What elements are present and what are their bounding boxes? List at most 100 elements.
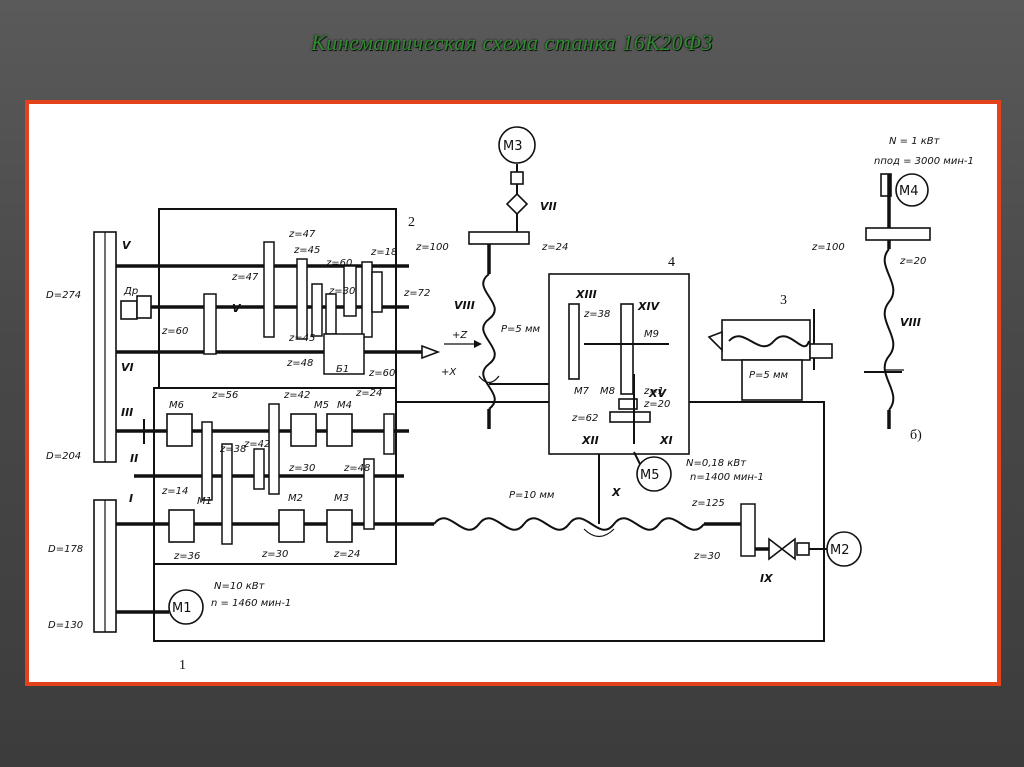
label-m5-power: N=0,18 кВт bbox=[686, 458, 747, 469]
label-m1-power: N=10 кВт bbox=[214, 581, 266, 592]
motor-m5-symbol bbox=[636, 456, 672, 492]
label-shaft-v2: V bbox=[232, 302, 242, 315]
label-m5: M5 bbox=[640, 468, 660, 483]
label-b1: Б1 bbox=[336, 364, 349, 375]
clutches bbox=[166, 413, 353, 543]
label-mc7: M7 bbox=[574, 386, 590, 397]
label-mc4: M4 bbox=[337, 400, 352, 411]
feed-gears-m2 bbox=[740, 503, 827, 561]
label-shaft-x: X bbox=[611, 486, 621, 499]
motors bbox=[168, 126, 929, 625]
label-assembly-1: 1 bbox=[179, 658, 186, 673]
label-z30b: z=30 bbox=[288, 463, 315, 474]
middle-gears bbox=[201, 403, 395, 545]
slide-title: Кинематическая схема станка 16К20Ф3 bbox=[311, 30, 713, 55]
label-assembly-3: 3 bbox=[780, 293, 787, 308]
label-z60c: z=60 bbox=[368, 368, 395, 379]
label-brake-dp: Дp bbox=[123, 286, 138, 297]
headstock-housing bbox=[153, 208, 397, 565]
motor-m4-symbol bbox=[895, 173, 929, 207]
label-d130: D=130 bbox=[48, 620, 83, 631]
motor-m1-symbol bbox=[168, 589, 204, 625]
label-z100b: z=100 bbox=[811, 242, 845, 253]
label-z48b: z=48 bbox=[343, 463, 370, 474]
label-z60b: z=60 bbox=[161, 326, 188, 337]
label-z60a: z=60 bbox=[325, 258, 352, 269]
label-shaft-i: I bbox=[129, 492, 133, 505]
label-m1-speed: n = 1460 мин-1 bbox=[211, 598, 291, 609]
label-mc5: M5 bbox=[314, 400, 329, 411]
label-d178: D=178 bbox=[48, 544, 83, 555]
label-z30d: z=30 bbox=[693, 551, 720, 562]
upper-gears bbox=[203, 241, 383, 375]
label-z56: z=56 bbox=[211, 390, 238, 401]
label-shaft-viii-b: VIII bbox=[900, 316, 921, 329]
label-shaft-vi: VI bbox=[121, 361, 134, 374]
label-z38: z=38 bbox=[219, 444, 246, 455]
label-z38b: z=38 bbox=[583, 309, 610, 320]
label-z24c: z=24 bbox=[541, 242, 568, 253]
label-m4-power: N = 1 кВт bbox=[889, 136, 941, 147]
label-m2: M2 bbox=[830, 543, 850, 558]
label-shaft-xii: XII bbox=[581, 434, 599, 447]
label-z1: z=1 bbox=[643, 386, 664, 397]
label-pitch-lead: P=10 мм bbox=[509, 490, 555, 501]
label-shaft-viii: VIII bbox=[454, 299, 475, 312]
label-z30c: z=30 bbox=[261, 549, 288, 560]
label-assembly-4: 4 bbox=[668, 255, 675, 270]
label-mc8: M8 bbox=[600, 386, 615, 397]
brake bbox=[120, 295, 152, 320]
label-shaft-xiii: XIII bbox=[575, 288, 597, 301]
right-assembly bbox=[864, 173, 931, 429]
label-assembly-2: 2 bbox=[408, 215, 415, 230]
label-m3: M3 bbox=[503, 139, 523, 154]
label-z45b: z=45 bbox=[288, 333, 315, 344]
label-shaft-vii: VII bbox=[540, 200, 557, 213]
label-d274: D=274 bbox=[46, 290, 81, 301]
label-m4-speed: nпод = 3000 мин-1 bbox=[874, 156, 974, 167]
label-z48a: z=48 bbox=[286, 358, 313, 369]
belt-pulley-upper bbox=[93, 231, 117, 463]
label-z30a: z=30 bbox=[328, 286, 355, 297]
kinematic-schematic: M3 M4 M5 M1 M2 2 4 3 1 б) V V VI III II … bbox=[46, 126, 974, 673]
label-z20a: z=20 bbox=[899, 256, 926, 267]
label-variant-b: б) bbox=[910, 428, 922, 443]
label-z45a: z=45 bbox=[293, 245, 320, 256]
label-z14: z=14 bbox=[161, 486, 188, 497]
label-z42b: z=42 bbox=[243, 439, 270, 450]
label-m5-speed: n=1400 мин-1 bbox=[690, 472, 764, 483]
label-z62: z=62 bbox=[571, 413, 598, 424]
label-shaft-v: V bbox=[122, 239, 132, 252]
label-shaft-xi: XI bbox=[659, 434, 673, 447]
label-shaft-ii: II bbox=[130, 452, 138, 465]
label-shaft-ix: IX bbox=[760, 572, 773, 585]
diagram-frame: M3 M4 M5 M1 M2 2 4 3 1 б) V V VI III II … bbox=[25, 100, 1001, 686]
tool-post bbox=[707, 309, 833, 401]
label-z47a: z=47 bbox=[288, 229, 316, 240]
label-d204: D=204 bbox=[46, 451, 81, 462]
label-shaft-xv: XV bbox=[648, 387, 667, 400]
label-pitch-x: P=5 мм bbox=[749, 370, 788, 381]
lead-screw bbox=[433, 517, 744, 538]
label-plus-z: +Z bbox=[452, 330, 468, 341]
bearings bbox=[143, 254, 397, 536]
label-z42a: z=42 bbox=[283, 390, 310, 401]
label-pitch-z: P=5 мм bbox=[501, 324, 540, 335]
label-plus-x: +X bbox=[441, 367, 457, 378]
label-m1: M1 bbox=[172, 601, 192, 616]
motor-m3-symbol bbox=[498, 126, 536, 164]
label-z36: z=36 bbox=[173, 551, 200, 562]
label-z47b: z=47 bbox=[231, 272, 259, 283]
label-mc6: M6 bbox=[169, 400, 184, 411]
vertical-screw-z bbox=[468, 164, 549, 429]
feed-box bbox=[548, 273, 690, 455]
label-m4: M4 bbox=[899, 184, 919, 199]
direction-arrows bbox=[421, 340, 904, 371]
label-mc1: M1 bbox=[197, 496, 212, 507]
motor-m2-symbol bbox=[826, 531, 862, 567]
label-z125: z=125 bbox=[691, 498, 725, 509]
belt-pulley-lower bbox=[93, 499, 117, 633]
label-z20b: z=20 bbox=[643, 399, 670, 410]
label-z72: z=72 bbox=[403, 288, 430, 299]
label-mc3: M3 bbox=[334, 493, 349, 504]
